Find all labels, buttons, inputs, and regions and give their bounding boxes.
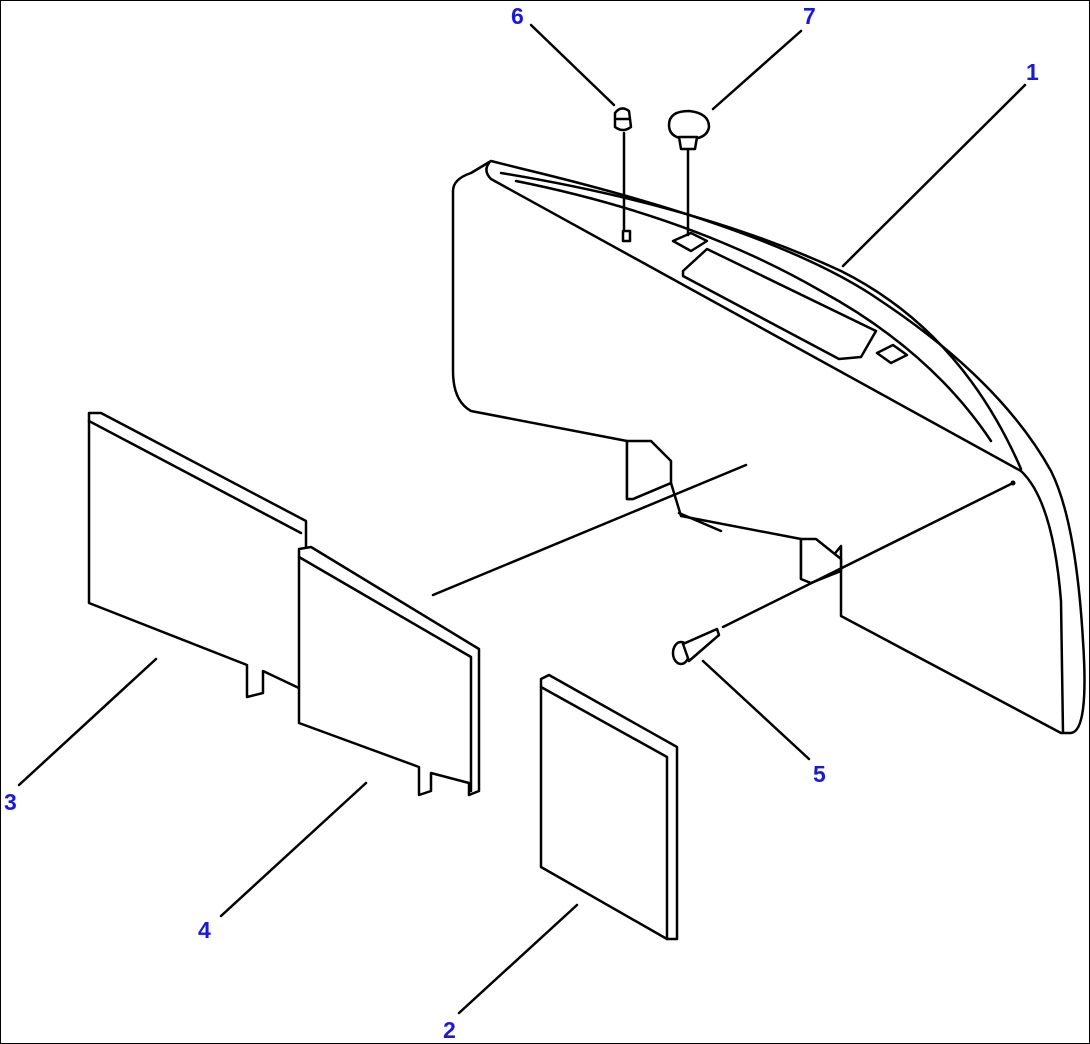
counterweight-slot-left xyxy=(625,439,673,501)
leader-4 xyxy=(219,781,368,918)
cap-stem xyxy=(677,135,699,151)
rivet-hole-mark xyxy=(1010,480,1016,486)
counterweight-lift-hole-right xyxy=(875,343,909,365)
counterweight-grease-hole xyxy=(621,229,632,243)
counterweight-recess xyxy=(681,247,878,361)
counterweight-top-rim xyxy=(499,171,1023,471)
assembly-guide-lines xyxy=(431,131,1016,629)
plug-part-6 xyxy=(613,107,633,132)
leader-2 xyxy=(457,903,579,1015)
guide-line-plates xyxy=(431,463,748,597)
plate-3-face-edge xyxy=(87,419,303,535)
plate-4-face-edge xyxy=(297,555,473,793)
leader-7 xyxy=(711,29,803,111)
counterweight-part-1 xyxy=(451,159,1086,735)
plate-2-outline xyxy=(539,673,679,941)
guide-line-rivet xyxy=(721,481,1015,629)
rivet-shank xyxy=(681,627,721,663)
plate-4-outline xyxy=(297,545,481,797)
cap-top xyxy=(667,109,711,141)
callout-leaders xyxy=(17,23,1027,1015)
plate-part-4 xyxy=(297,545,481,797)
callout-1: 1 xyxy=(1026,59,1039,85)
leader-1 xyxy=(841,83,1027,268)
plate-2-face-edge xyxy=(539,685,669,941)
counterweight-outline xyxy=(451,159,1086,735)
leader-3 xyxy=(17,657,158,787)
cap-part-7 xyxy=(667,109,711,151)
callout-3: 3 xyxy=(4,789,17,815)
counterweight-rear-edge xyxy=(1019,469,1065,735)
leader-5 xyxy=(701,659,811,761)
callout-5: 5 xyxy=(813,761,826,787)
plate-part-2 xyxy=(539,673,679,941)
callout-7: 7 xyxy=(803,3,816,29)
counterweight-lift-hole-left xyxy=(671,231,709,253)
callout-4: 4 xyxy=(198,917,211,943)
plate-3-outline xyxy=(87,411,308,699)
callout-6: 6 xyxy=(511,3,524,29)
callout-2: 2 xyxy=(443,1017,456,1043)
counterweight-top-rim-inner xyxy=(514,179,993,443)
leader-6 xyxy=(529,23,616,107)
guide-line-slot xyxy=(677,511,723,533)
plate-part-3 xyxy=(87,411,308,699)
counterweight-top-edge xyxy=(485,161,1023,473)
rivet-part-5 xyxy=(671,627,721,666)
